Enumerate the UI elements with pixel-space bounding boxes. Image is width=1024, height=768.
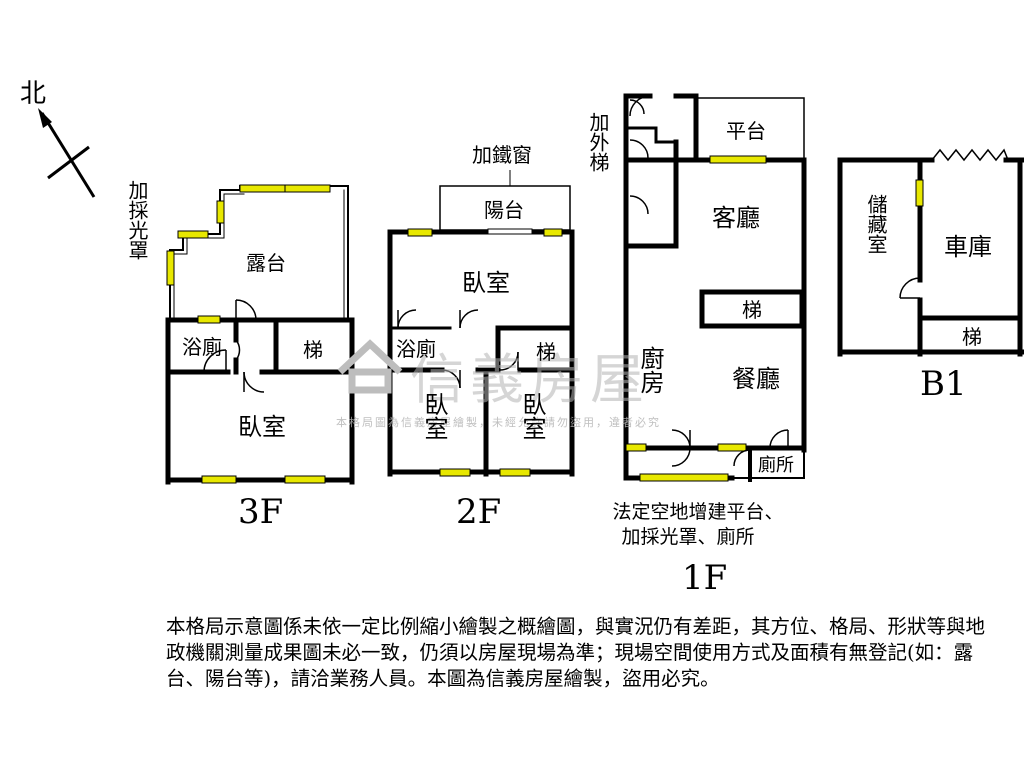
- floor-label-1f: 1F: [682, 558, 728, 598]
- f1-note-line-2: 加採光罩、廁所: [621, 526, 755, 548]
- floor-1f-walls: [623, 93, 807, 482]
- f1-stairs-label: 梯: [742, 298, 762, 322]
- f3-annotation: 加採光罩: [125, 180, 149, 260]
- f2-bathroom-label: 浴廁: [396, 337, 436, 361]
- floor-1f-windows: [625, 155, 767, 482]
- floor-2f-doors: [397, 309, 519, 389]
- floor-label-2f: 2F: [456, 492, 502, 532]
- floor-3f-windows: [166, 184, 331, 484]
- f1-kitchen-label: 廚房: [636, 346, 664, 394]
- f3-bedroom-label: 臥室: [238, 413, 286, 441]
- north-arrow-icon: [38, 108, 96, 198]
- floor-1f-doors: [629, 95, 789, 467]
- b1-stairs-label: 梯: [962, 325, 982, 349]
- f3-terrace-label: 露台: [246, 251, 286, 275]
- watermark-brand: 信義房屋: [410, 348, 650, 411]
- watermark-logo-icon: [337, 339, 403, 394]
- north-label: 北: [20, 79, 47, 109]
- f2-stairs-label: 梯: [536, 340, 556, 364]
- watermark-caption: 本格局圖為信義房屋繪製，未經允許請勿盜用，違者必究: [336, 416, 661, 429]
- b1-storage-label: 儲藏室: [864, 194, 888, 254]
- f1-living-label: 客廳: [712, 204, 760, 232]
- floor-b1-windows: [915, 179, 924, 207]
- f2-annotation: 加鐵窗: [472, 143, 532, 167]
- f2-balcony-label: 陽台: [484, 198, 524, 222]
- f2-bedroom-main-label: 臥室: [462, 269, 510, 297]
- f3-stairs-label: 梯: [303, 338, 323, 362]
- f2-bedroom-a-label: 臥室: [420, 392, 448, 440]
- floor-label-3f: 3F: [238, 492, 284, 532]
- floor-b1-doors: [899, 277, 921, 299]
- f1-platform-label: 平台: [726, 119, 766, 143]
- f2-bedroom-b-label: 臥室: [518, 392, 546, 440]
- f1-note-line-1: 法定空地增建平台、: [612, 501, 784, 523]
- floor-2f-windows: [407, 228, 563, 477]
- floor-3f-doors: [203, 299, 265, 393]
- b1-garage-label: 車庫: [944, 233, 992, 261]
- disclaimer-text: 本格局示意圖係未依一定比例縮小繪製之概繪圖，與實況仍有差距，其方位、格局、形狀等…: [166, 615, 986, 690]
- f1-annotation-stairs: 加外梯: [586, 112, 610, 172]
- floor-2f-walls: [387, 185, 575, 477]
- f1-toilet-label: 廁所: [758, 455, 794, 476]
- floor-label-b1: B1: [920, 364, 967, 404]
- f1-dining-label: 餐廳: [732, 365, 780, 393]
- f3-bathroom-label: 浴廁: [182, 335, 222, 359]
